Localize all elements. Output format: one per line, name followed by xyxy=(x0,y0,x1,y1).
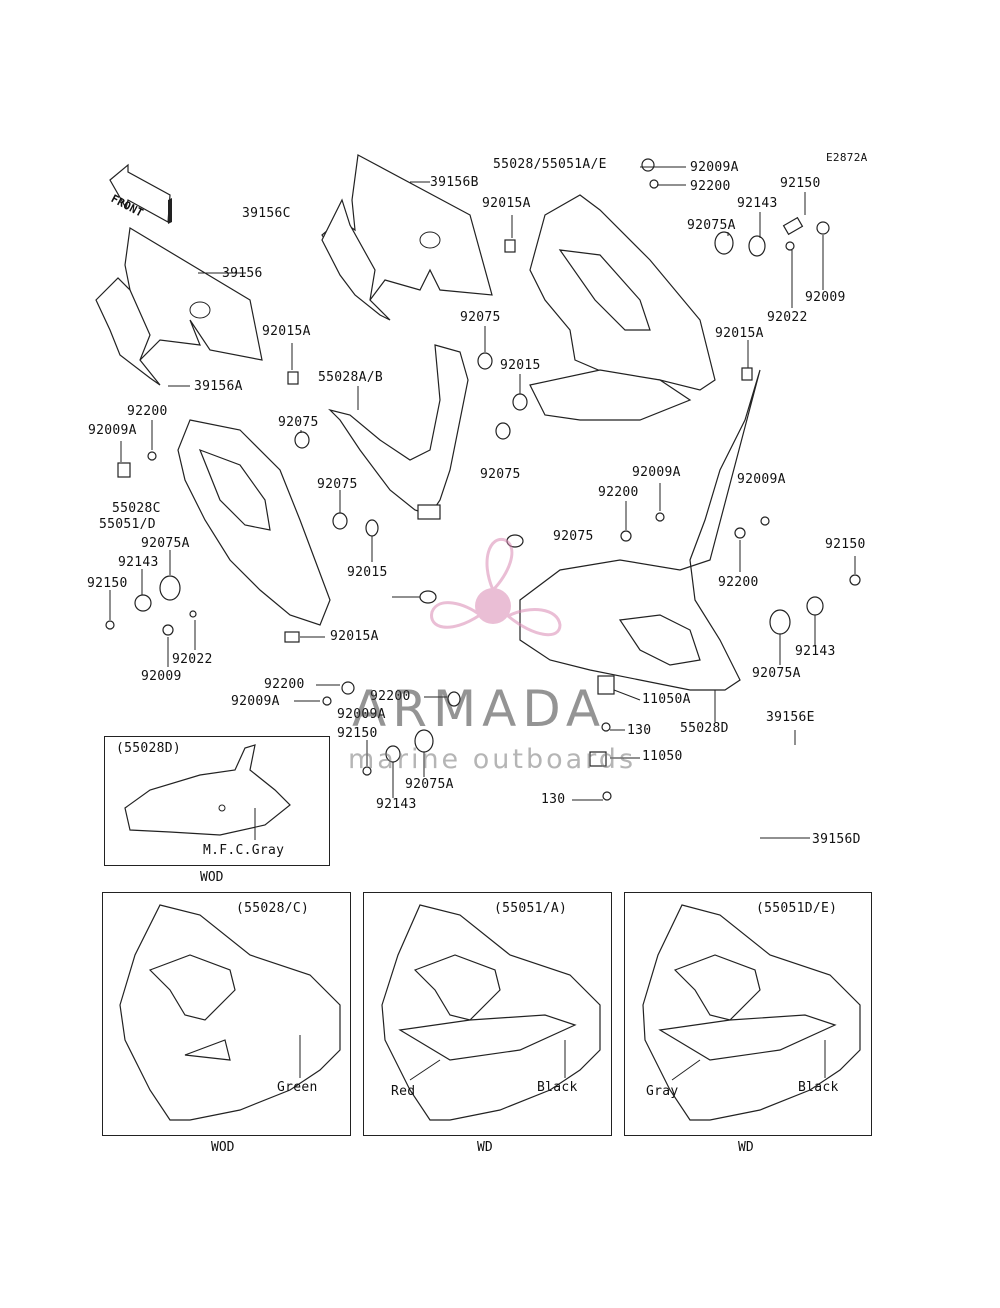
callout-92022: 92022 xyxy=(767,310,808,325)
pad-39156c xyxy=(321,198,391,321)
callout-92075: 92075 xyxy=(460,310,501,325)
callout-11050: 11050 xyxy=(642,749,683,764)
callout-92009: 92009 xyxy=(141,669,182,684)
callout-130: 130 xyxy=(541,792,566,807)
callout-11050a: 11050A xyxy=(642,692,691,707)
panel-box-3 xyxy=(624,892,872,1136)
callout-39156b: 39156B xyxy=(430,175,479,190)
callout-55051d: 55051/D xyxy=(99,517,156,532)
panel-box-1 xyxy=(102,892,351,1136)
callout-92200: 92200 xyxy=(598,485,639,500)
callout-92075: 92075 xyxy=(553,529,594,544)
inset-color: M.F.C.Gray xyxy=(203,843,285,858)
front-arrow-icon xyxy=(109,163,172,224)
inset-code: (55028D) xyxy=(116,741,182,756)
callout-92015a: 92015A xyxy=(330,629,379,644)
callout-92009a: 92009A xyxy=(88,423,137,438)
callout-92075a: 92075A xyxy=(405,777,454,792)
callout-92015a: 92015A xyxy=(262,324,311,339)
callout-92009a: 92009A xyxy=(231,694,280,709)
callout-92009a: 92009A xyxy=(690,160,739,175)
center-cowl xyxy=(328,344,469,520)
callout-92075a: 92075A xyxy=(752,666,801,681)
callout-55028-55051ae: 55028/55051A/E xyxy=(493,157,607,172)
callout-39156a: 39156A xyxy=(194,379,243,394)
right-upper-cowl xyxy=(529,194,716,421)
panel-1-caption: WOD xyxy=(211,1140,235,1155)
callout-92075: 92075 xyxy=(480,467,521,482)
callout-92022: 92022 xyxy=(172,652,213,667)
panel-1-color-1: Green xyxy=(277,1080,318,1095)
panel-3-caption: WD xyxy=(738,1140,754,1155)
panel-3-cowl xyxy=(642,904,861,1121)
inset-box-55028d xyxy=(104,736,330,866)
watermark-propeller-icon xyxy=(430,537,562,637)
left-cowl xyxy=(177,419,331,626)
panel-2-cowl xyxy=(381,904,601,1121)
panel-1-code: (55028/C) xyxy=(236,901,310,916)
callout-92075a: 92075A xyxy=(687,218,736,233)
callout-92150: 92150 xyxy=(87,576,128,591)
callout-92150: 92150 xyxy=(780,176,821,191)
callout-92015: 92015 xyxy=(347,565,388,580)
callout-92015a: 92015A xyxy=(482,196,531,211)
leader-lines xyxy=(109,166,856,839)
callout-92143: 92143 xyxy=(376,797,417,812)
panel-2-code: (55051/A) xyxy=(494,901,568,916)
callout-92143: 92143 xyxy=(795,644,836,659)
callout-92009a: 92009A xyxy=(632,465,681,480)
callout-55028ab: 55028A/B xyxy=(318,370,384,385)
callout-92200: 92200 xyxy=(718,575,759,590)
right-lower-cowl xyxy=(519,369,761,691)
callout-92143: 92143 xyxy=(737,196,778,211)
panel-2-color-2: Black xyxy=(537,1080,578,1095)
callout-39156e: 39156E xyxy=(766,710,815,725)
panel-box-2 xyxy=(363,892,612,1136)
callout-55028c: 55028C xyxy=(112,501,161,516)
callout-92015: 92015 xyxy=(500,358,541,373)
pad-39156a xyxy=(95,277,161,386)
inset-55028d-part xyxy=(124,744,291,840)
callout-39156c: 39156C xyxy=(242,206,291,221)
hardware-parts xyxy=(105,158,861,801)
diagram-code: E2872A xyxy=(826,151,868,164)
callout-92075: 92075 xyxy=(278,415,319,430)
callout-92075a: 92075A xyxy=(141,536,190,551)
callout-92009a: 92009A xyxy=(337,707,386,722)
callout-39156: 39156 xyxy=(222,266,263,281)
callout-92200: 92200 xyxy=(690,179,731,194)
callout-92150: 92150 xyxy=(825,537,866,552)
panel-3-code: (55051D/E) xyxy=(756,901,838,916)
callout-92200: 92200 xyxy=(370,689,411,704)
callout-92150: 92150 xyxy=(337,726,378,741)
panel-2-color-1: Red xyxy=(391,1084,416,1099)
watermark-title: ARMADA xyxy=(352,680,607,738)
callout-92143: 92143 xyxy=(118,555,159,570)
callout-55028d: 55028D xyxy=(680,721,729,736)
watermark-subtitle: marine outboards xyxy=(348,744,637,775)
callout-92200: 92200 xyxy=(264,677,305,692)
callout-92015a: 92015A xyxy=(715,326,764,341)
panel-2-caption: WD xyxy=(477,1140,493,1155)
callout-130: 130 xyxy=(627,723,652,738)
panel-3-color-2: Black xyxy=(798,1080,839,1095)
inset-caption: WOD xyxy=(200,870,224,885)
callout-92009: 92009 xyxy=(805,290,846,305)
callout-92075: 92075 xyxy=(317,477,358,492)
callout-92200: 92200 xyxy=(127,404,168,419)
panel-3-color-1: Gray xyxy=(646,1084,679,1099)
callout-39156d: 39156D xyxy=(812,832,861,847)
callout-92009a: 92009A xyxy=(737,472,786,487)
panel-1-cowl xyxy=(119,904,341,1121)
